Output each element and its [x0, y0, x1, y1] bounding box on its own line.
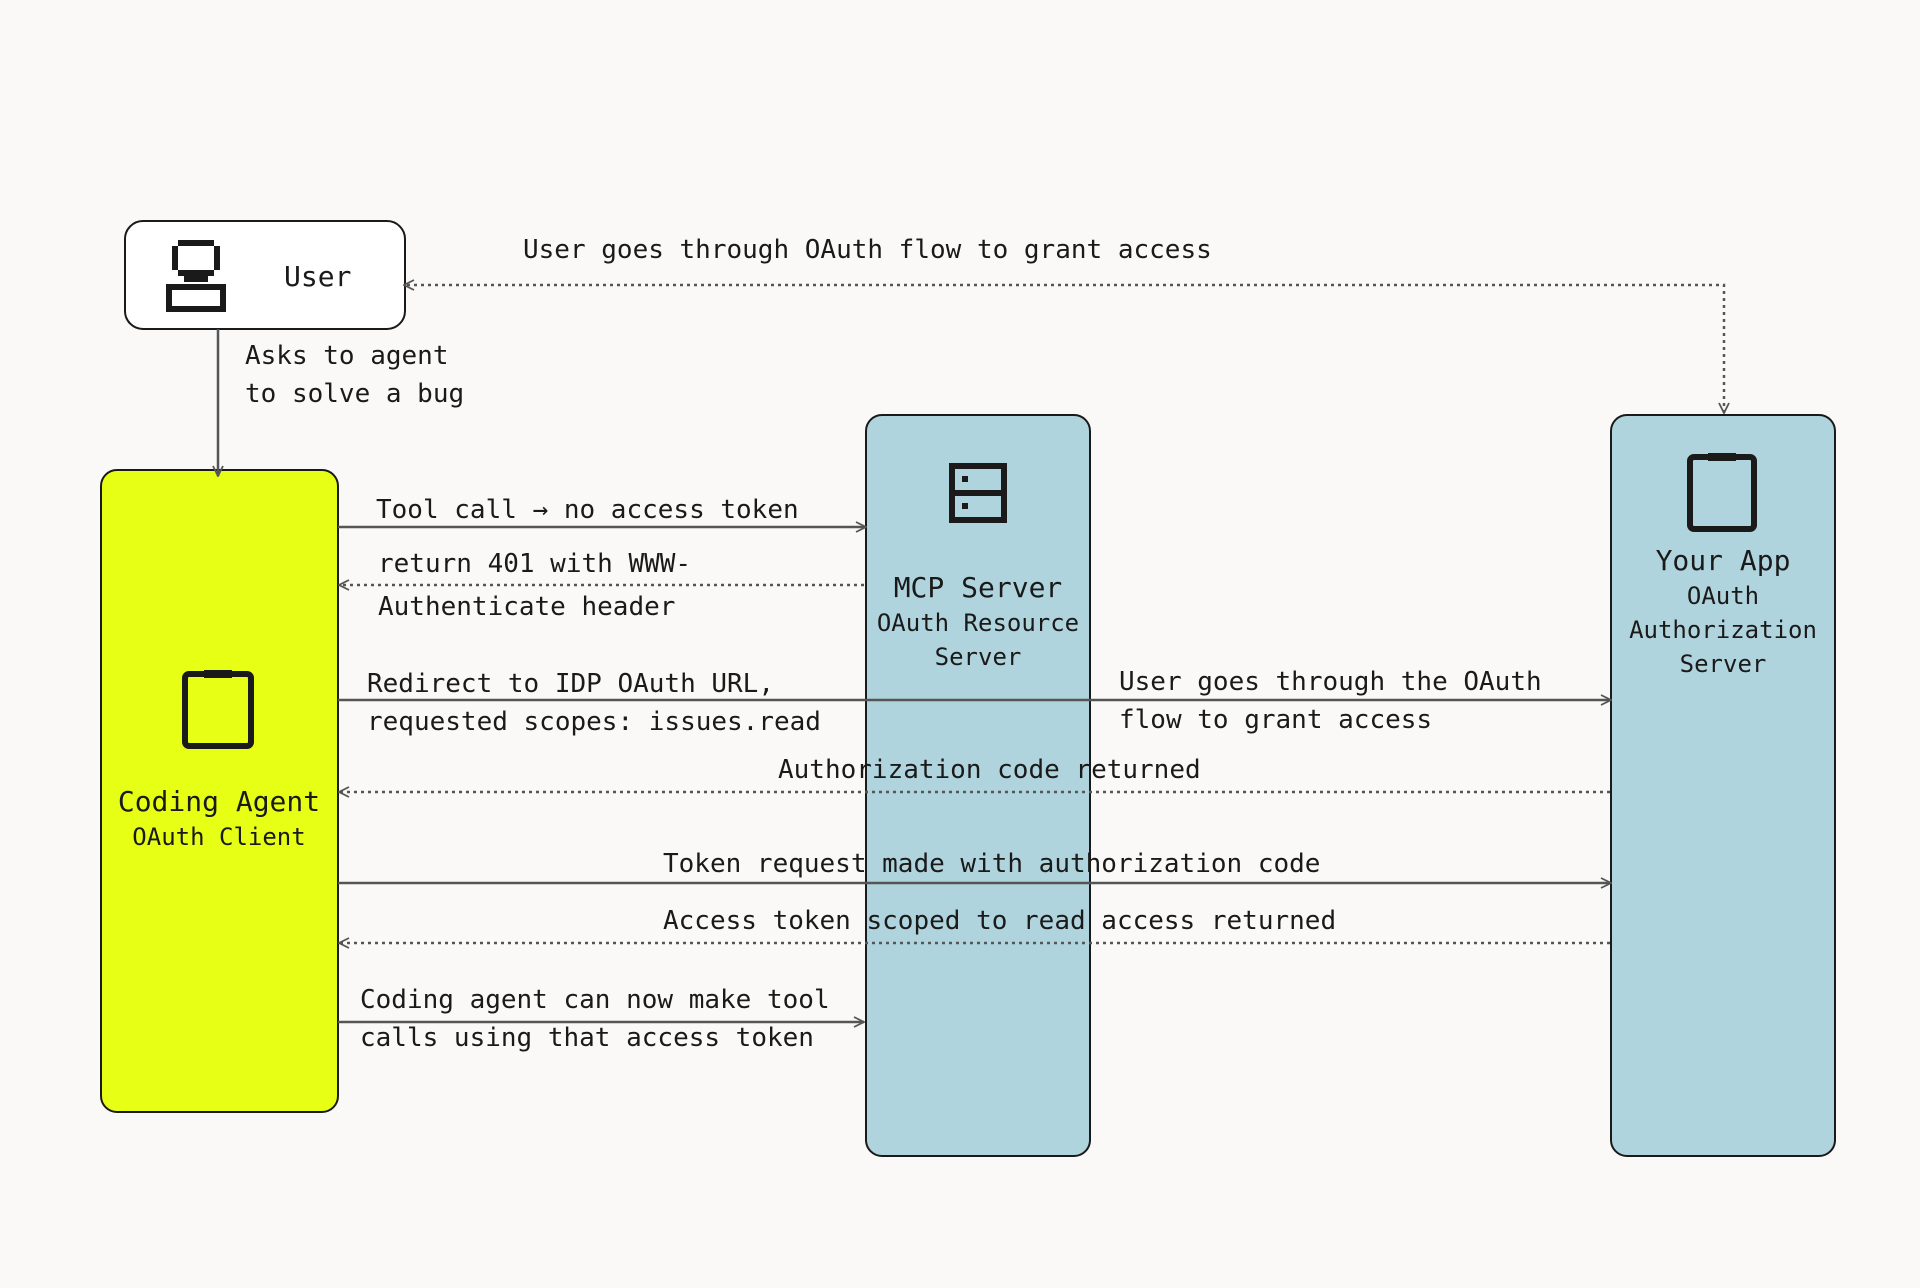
return-401-label-2: Authenticate header — [378, 592, 675, 622]
your-app-title: Your App — [1656, 544, 1791, 577]
mcp-server-subtitle-2: Server — [935, 643, 1022, 671]
asks-agent-label-2: to solve a bug — [245, 379, 464, 409]
your-app-box — [1610, 414, 1836, 1157]
user-icon — [166, 240, 226, 312]
oauth-flow-label-1: User goes through the OAuth — [1119, 667, 1542, 697]
token-request-label: Token request made with authorization co… — [663, 849, 1320, 879]
clipboard-icon — [182, 670, 254, 749]
mcp-server-subtitle-1: OAuth Resource — [877, 609, 1079, 637]
server-icon — [949, 463, 1007, 523]
oauth-grant-label: User goes through OAuth flow to grant ac… — [523, 235, 1212, 265]
mcp-server-title: MCP Server — [894, 571, 1063, 604]
coding-agent-title: Coding Agent — [118, 785, 320, 818]
oauth-flow-label-2: flow to grant access — [1119, 705, 1432, 735]
tool-calls-label-2: calls using that access token — [360, 1023, 814, 1053]
redirect-label-1: Redirect to IDP OAuth URL, — [367, 669, 774, 699]
mcp-server-box — [865, 414, 1091, 1157]
oauth-grant-connector — [404, 285, 1724, 413]
auth-code-label: Authorization code returned — [778, 755, 1201, 785]
your-app-subtitle-1: OAuth — [1687, 582, 1759, 610]
user-label: User — [284, 260, 351, 293]
user-box — [124, 220, 406, 330]
coding-agent-subtitle: OAuth Client — [132, 823, 305, 851]
tool-calls-label-1: Coding agent can now make tool — [360, 985, 830, 1015]
redirect-label-2: requested scopes: issues.read — [367, 707, 821, 737]
your-app-subtitle-3: Server — [1680, 650, 1767, 678]
app-clipboard-icon — [1687, 453, 1757, 532]
asks-agent-label-1: Asks to agent — [245, 341, 449, 371]
tool-call-label: Tool call → no access token — [376, 495, 799, 525]
return-401-label-1: return 401 with WWW- — [378, 549, 691, 579]
your-app-subtitle-2: Authorization — [1629, 616, 1817, 644]
access-token-label: Access token scoped to read access retur… — [663, 906, 1336, 936]
